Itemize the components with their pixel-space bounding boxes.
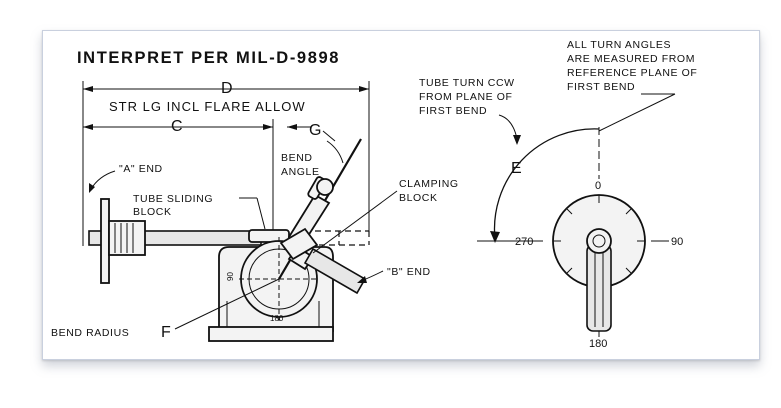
- die-mark-180: 180: [270, 314, 284, 323]
- tube-sliding-block: [248, 229, 290, 243]
- bend-angle-label-1: BEND: [281, 152, 313, 164]
- note-leader: [598, 93, 676, 132]
- bent-tube-section: [303, 247, 367, 295]
- deg-90: 90: [671, 236, 683, 248]
- dimension-d-label: D: [221, 80, 233, 97]
- a-end-leader: [90, 170, 116, 190]
- tube-sliding-label-2: BLOCK: [133, 206, 172, 218]
- tube-sliding-label-1: TUBE SLIDING: [133, 193, 213, 205]
- f-label: F: [161, 324, 171, 341]
- bender-base: [208, 326, 334, 342]
- deg-0: 0: [595, 180, 601, 192]
- turn-arc: [493, 128, 600, 240]
- note-line-1: ALL TURN ANGLES: [567, 39, 671, 51]
- ccw-arrow: [513, 135, 521, 145]
- tube-bend-diagram: INTERPRET PER MIL-D-9898 D STR LG INCL F…: [51, 39, 697, 350]
- tube-end-outer: [586, 228, 612, 254]
- dimension-g: [287, 124, 336, 142]
- a-end-label: "A" END: [119, 163, 163, 175]
- ccw-line-3: FIRST BEND: [419, 105, 487, 117]
- deg-270: 270: [515, 236, 533, 248]
- b-end-label: "B" END: [387, 266, 431, 278]
- dimension-c-label: C: [171, 118, 183, 135]
- deg-180: 180: [589, 338, 607, 350]
- clamping-leader: [312, 190, 398, 254]
- note-line-4: FIRST BEND: [567, 81, 635, 93]
- dimension-d: [82, 81, 370, 246]
- diagram-card: INTERPRET PER MIL-D-9898 D STR LG INCL F…: [42, 30, 760, 360]
- b-end-arrow: [357, 276, 367, 283]
- ccw-line-1: TUBE TURN CCW: [419, 77, 515, 89]
- turn-arc-arrow: [490, 231, 500, 243]
- bend-angle-arc: [326, 140, 344, 164]
- a-end-arrow: [89, 183, 95, 193]
- bend-angle-label-2: ANGLE: [281, 166, 320, 178]
- bend-radius-label: BEND RADIUS: [51, 327, 129, 339]
- tube-end-view-body: [586, 244, 612, 332]
- tube-end-inner: [592, 234, 606, 248]
- note-line-2: ARE MEASURED FROM: [567, 53, 695, 65]
- a-end-flange: [100, 198, 110, 284]
- note-line-3: REFERENCE PLANE OF: [567, 67, 697, 79]
- ccw-line-2: FROM PLANE OF: [419, 91, 513, 103]
- clamping-label-1: CLAMPING: [399, 178, 459, 190]
- diagram-title: INTERPRET PER MIL-D-9898: [77, 49, 340, 67]
- e-label: E: [511, 160, 522, 177]
- dimension-c: [83, 119, 274, 241]
- dimension-g-label: G: [309, 122, 321, 139]
- bend-radius-leader: [174, 278, 280, 330]
- die-mark-90: 90: [226, 272, 235, 281]
- str-lg-label: STR LG INCL FLARE ALLOW: [109, 99, 306, 114]
- clamping-label-2: BLOCK: [399, 192, 438, 204]
